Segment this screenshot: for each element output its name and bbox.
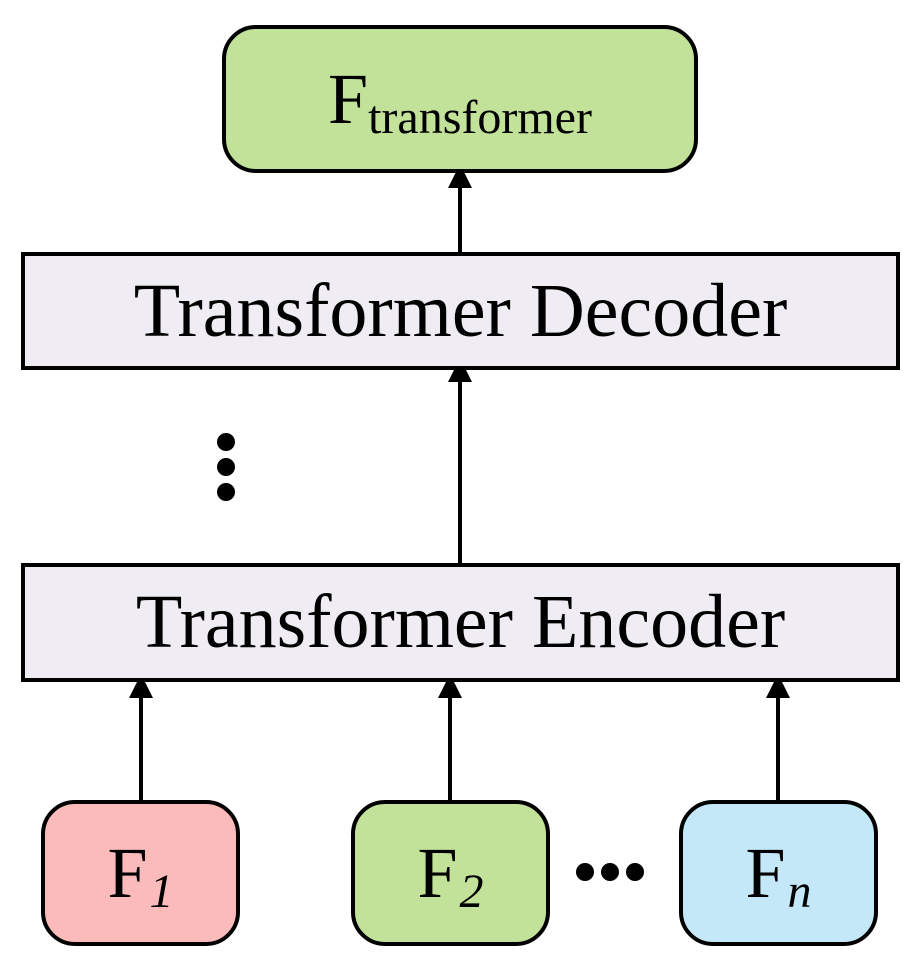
input-node-f2-subscript: 2 <box>459 864 484 918</box>
input-node-f2-main: F <box>417 832 458 913</box>
output-node-main: F <box>328 58 369 139</box>
transformer-encoder-block: Transformer Encoder <box>21 563 900 682</box>
transformer-decoder-block: Transformer Decoder <box>21 252 900 370</box>
input-node-f1-subscript: 1 <box>149 864 174 918</box>
output-node-subscript: transformer <box>368 90 592 144</box>
input-node-fn-subscript: n <box>787 864 812 918</box>
horizontal-ellipsis <box>576 863 644 881</box>
transformer-decoder-label: Transformer Decoder <box>133 268 788 353</box>
input-node-fn-main: F <box>745 832 786 913</box>
input-node-f1-main: F <box>107 832 148 913</box>
vertical-ellipsis <box>217 433 235 501</box>
transformer-encoder-label: Transformer Encoder <box>135 580 786 664</box>
